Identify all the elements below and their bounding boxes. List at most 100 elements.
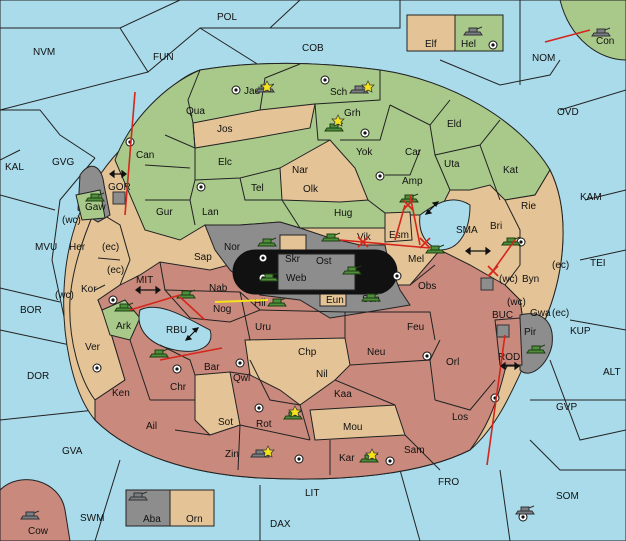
army-unit[interactable] xyxy=(526,344,546,354)
army-unit[interactable] xyxy=(342,265,362,275)
army-unit[interactable] xyxy=(149,348,169,358)
label-cob: COB xyxy=(302,43,324,54)
supply-center-marker xyxy=(360,128,370,138)
army-unit[interactable] xyxy=(259,272,279,282)
label-aba: Aba xyxy=(143,514,161,525)
move-order-arrow xyxy=(179,296,206,321)
label-neu: Neu xyxy=(367,347,385,358)
label-tei: TEI xyxy=(590,258,606,269)
label-ec-her: (ec) xyxy=(102,242,119,253)
label-sam: Sam xyxy=(404,445,425,456)
fleet-unit[interactable] xyxy=(112,191,126,205)
army-unit[interactable] xyxy=(176,289,196,299)
label-con: Con xyxy=(596,36,614,47)
sea-rbu[interactable] xyxy=(138,306,212,352)
army-unit[interactable] xyxy=(425,244,445,254)
label-ovd: OVD xyxy=(557,107,579,118)
label-ver: Ver xyxy=(85,342,101,353)
move-order-arrow xyxy=(394,204,406,241)
label-rot: Rot xyxy=(256,419,272,430)
region-web-ost[interactable] xyxy=(277,253,356,291)
label-esm: Esm xyxy=(389,230,409,241)
fleet-unit[interactable] xyxy=(480,277,494,291)
army-unit[interactable] xyxy=(114,302,134,312)
double-arrow-icon xyxy=(465,246,491,256)
label-car: Car xyxy=(405,147,422,158)
label-orl: Orl xyxy=(446,357,459,368)
label-bri: Bri xyxy=(490,221,502,232)
fleet-unit[interactable] xyxy=(496,324,510,338)
label-pol: POL xyxy=(217,12,237,23)
neutral-unit[interactable] xyxy=(20,510,40,520)
label-eun: Eun xyxy=(326,295,344,306)
units xyxy=(20,26,611,520)
label-dax: DAX xyxy=(270,519,291,530)
army-unit[interactable] xyxy=(321,232,341,242)
supply-center-marker xyxy=(392,271,402,281)
label-kup: KUP xyxy=(570,326,591,337)
supply-center-marker xyxy=(258,253,268,263)
label-wc-her: (wc) xyxy=(62,215,81,226)
neutral-unit[interactable] xyxy=(591,27,611,37)
region-aba[interactable] xyxy=(125,489,171,527)
move-order-arrow xyxy=(486,334,506,466)
label-rbu: RBU xyxy=(166,325,187,336)
neutral-unit[interactable] xyxy=(128,491,148,501)
army-unit[interactable] xyxy=(267,297,287,307)
label-web: Web xyxy=(286,273,307,284)
label-amp: Amp xyxy=(402,176,423,187)
label-qwi: Qwi xyxy=(233,373,250,384)
region-cow[interactable] xyxy=(0,479,71,541)
neutral-unit[interactable] xyxy=(515,505,535,515)
label-nar: Nar xyxy=(292,165,309,176)
label-nom: NOM xyxy=(532,53,555,64)
star-icon xyxy=(260,80,274,93)
supply-center-marker xyxy=(231,85,241,95)
label-olk: Olk xyxy=(303,184,319,195)
label-los: Los xyxy=(452,412,468,423)
double-arrow-icon xyxy=(135,285,161,295)
label-kar: Kar xyxy=(339,453,355,464)
label-fro: FRO xyxy=(438,477,459,488)
supply-center-marker xyxy=(254,403,264,413)
label-mvu: MVU xyxy=(35,242,57,253)
double-arrow-icon xyxy=(500,361,520,371)
label-sch: Sch xyxy=(330,87,347,98)
label-uta: Uta xyxy=(444,159,460,170)
region-pir[interactable] xyxy=(519,313,553,374)
label-ec-byn: (ec) xyxy=(552,260,569,271)
double-arrow-icon xyxy=(184,327,200,341)
label-wc-kor: (wc) xyxy=(55,290,74,301)
label-mou: Mou xyxy=(343,422,362,433)
label-som: SOM xyxy=(556,491,579,502)
dislodged-cross-icon xyxy=(357,199,499,277)
label-sap: Sap xyxy=(194,252,212,263)
region-sot-bar[interactable] xyxy=(194,371,241,436)
supply-center-marker xyxy=(385,456,395,466)
label-lan: Lan xyxy=(202,207,219,218)
sea-sma[interactable] xyxy=(419,199,471,251)
double-arrow-icon xyxy=(109,169,127,179)
label-bor: BOR xyxy=(20,305,42,316)
label-nil: Nil xyxy=(316,369,328,380)
label-sma: SMA xyxy=(456,225,478,236)
neutral-unit[interactable] xyxy=(463,26,483,36)
label-obs: Obs xyxy=(418,281,436,292)
region-chp-nil[interactable] xyxy=(244,337,351,406)
star-icon xyxy=(261,445,275,458)
move-order-arrow xyxy=(544,29,591,43)
label-nor: Nor xyxy=(224,242,241,253)
label-buc: BUC xyxy=(492,310,513,321)
label-ail: Ail xyxy=(146,421,157,432)
label-rie: Rie xyxy=(521,201,536,212)
label-byn: Byn xyxy=(522,274,539,285)
label-gur: Gur xyxy=(156,207,173,218)
army-unit[interactable] xyxy=(257,237,277,247)
stars xyxy=(260,80,379,461)
army-unit[interactable] xyxy=(361,292,381,302)
move-order-arrow xyxy=(339,239,431,249)
region-orn[interactable] xyxy=(169,489,215,527)
army-unit[interactable] xyxy=(85,192,105,202)
label-can: Can xyxy=(136,150,154,161)
